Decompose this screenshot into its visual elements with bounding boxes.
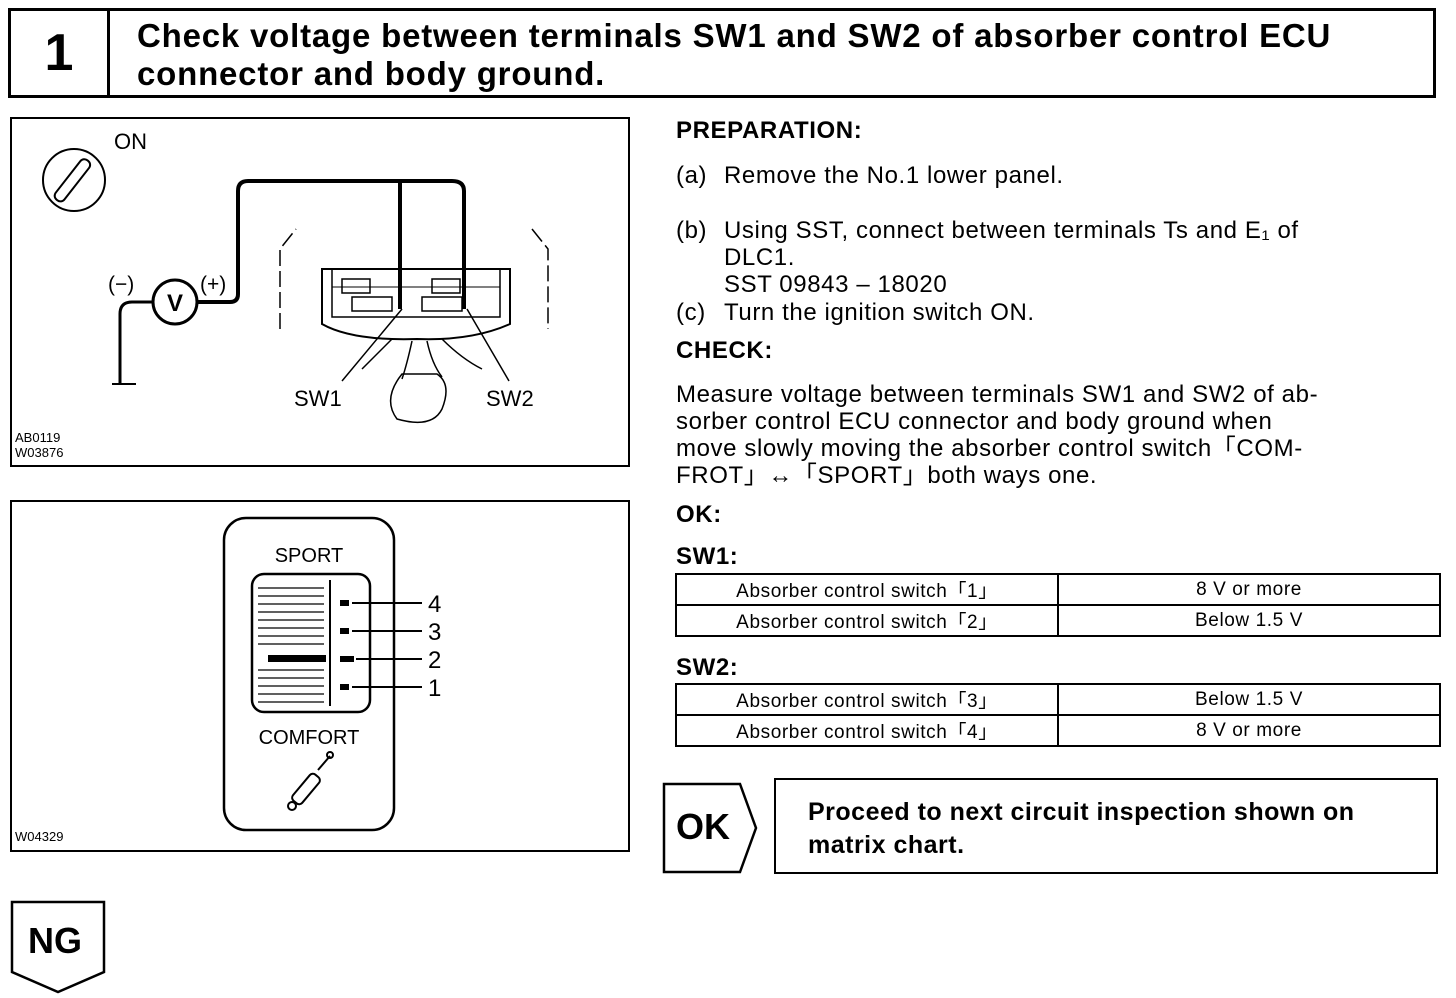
proceed-box: Proceed to next circuit inspection shown… — [774, 778, 1438, 874]
ok-heading: OK: — [676, 501, 722, 528]
minus-label: (−) — [108, 273, 134, 296]
check-text: Measure voltage between terminals SW1 an… — [676, 381, 1440, 489]
table-cell: Absorber control switch「4」 — [675, 714, 1059, 747]
check-line2: sorber control ECU connector and body gr… — [676, 408, 1273, 435]
position-4-label: 4 — [428, 591, 441, 618]
step-b-line1: Using SST, connect between terminals Ts … — [724, 217, 1299, 244]
preparation-heading: PREPARATION: — [676, 117, 863, 144]
table-cell: Absorber control switch「2」 — [675, 604, 1059, 637]
table-cell: Below 1.5 V — [1057, 604, 1441, 637]
sport-label: SPORT — [275, 545, 344, 567]
sw2-label: SW2 — [486, 386, 534, 411]
sw1-table: Absorber control switch「1」 8 V or more A… — [675, 573, 1441, 637]
figure-code-3: W04329 — [15, 829, 63, 844]
table-cell: Absorber control switch「1」 — [675, 573, 1059, 606]
table-row: Absorber control switch「1」 8 V or more — [675, 573, 1441, 606]
check-line1: Measure voltage between terminals SW1 an… — [676, 381, 1319, 408]
proceed-line1: Proceed to next circuit inspection shown… — [808, 798, 1355, 826]
figure-code-1: AB0119 — [15, 430, 60, 445]
step-a-text: Remove the No.1 lower panel. — [724, 162, 1064, 189]
ecu-connector-icon — [279, 228, 549, 424]
ok-arrow-icon — [662, 782, 758, 874]
table-row: Absorber control switch「2」 Below 1.5 V — [675, 604, 1441, 637]
position-1-label: 1 — [428, 675, 441, 702]
sw2-table: Absorber control switch「3」 Below 1.5 V A… — [675, 683, 1441, 747]
ignition-key-icon — [42, 148, 106, 212]
step-b-line2: DLC1. — [724, 244, 796, 271]
step-title: Check voltage between terminals SW1 and … — [137, 17, 1427, 93]
step-title-line1: Check voltage between terminals SW1 and … — [137, 17, 1332, 54]
voltmeter-icon — [151, 278, 199, 326]
step-header: 1 Check voltage between terminals SW1 an… — [8, 8, 1436, 98]
step-c-label: (c) — [676, 299, 706, 326]
sst-number: SST 09843 – 18020 — [724, 271, 948, 298]
step-a-label: (a) — [676, 162, 708, 189]
proceed-text: Proceed to next circuit inspection shown… — [808, 796, 1428, 862]
switch-roller-icon — [258, 587, 324, 703]
check-line3: move slowly moving the absorber control … — [676, 435, 1303, 462]
figure-code-2: W03876 — [15, 445, 63, 460]
step-number: 1 — [11, 11, 110, 95]
comfort-label: COMFORT — [259, 727, 360, 749]
shock-absorber-icon — [287, 751, 334, 811]
step-title-line2: connector and body ground. — [137, 55, 606, 92]
sw1-label: SW1 — [294, 386, 342, 411]
connection-diagram: ON V (−) (+) SW1 SW2 AB0119 W03876 — [10, 117, 630, 467]
position-2-label: 2 — [428, 647, 441, 674]
table-cell: 8 V or more — [1057, 714, 1441, 747]
step-b-label: (b) — [676, 217, 708, 244]
check-heading: CHECK: — [676, 337, 773, 364]
table-cell: Absorber control switch「3」 — [675, 683, 1059, 716]
absorber-switch-diagram: SPORT COMFORT 4 3 2 1 — [10, 500, 630, 852]
table-cell: Below 1.5 V — [1057, 683, 1441, 716]
ok-label: OK — [676, 806, 730, 847]
check-line4: FROT」↔「SPORT」both ways one. — [676, 462, 1098, 489]
step-b-text: Using SST, connect between terminals Ts … — [724, 217, 1444, 298]
table-cell: 8 V or more — [1057, 573, 1441, 606]
table-row: Absorber control switch「4」 8 V or more — [675, 714, 1441, 747]
on-label: ON — [114, 129, 147, 154]
ng-label: NG — [28, 920, 82, 961]
voltmeter-label: V — [167, 290, 183, 317]
plus-label: (+) — [200, 273, 226, 296]
proceed-line2: matrix chart. — [808, 831, 965, 859]
step-c-text: Turn the ignition switch ON. — [724, 299, 1035, 326]
connection-diagram-svg: ON V (−) (+) SW1 SW2 AB0119 W03876 — [15, 129, 549, 460]
ng-arrow-icon — [10, 900, 106, 994]
position-3-label: 3 — [428, 619, 441, 646]
sw1-heading: SW1: — [676, 543, 739, 570]
absorber-switch-svg: SPORT COMFORT 4 3 2 1 — [15, 516, 441, 844]
sw2-heading: SW2: — [676, 654, 739, 681]
table-row: Absorber control switch「3」 Below 1.5 V — [675, 683, 1441, 716]
